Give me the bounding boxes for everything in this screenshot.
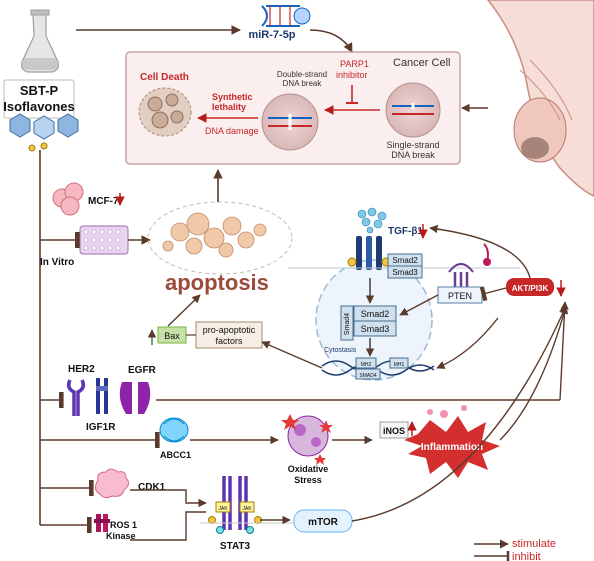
pten-label: PTEN <box>448 291 472 301</box>
double-strand-label: Double-strand <box>277 70 327 79</box>
in-vitro-label: In Vitro <box>40 257 74 268</box>
oxidative-label: Oxidative <box>288 464 329 474</box>
inflammation-burst-icon <box>404 405 500 478</box>
tgf-receptor-icon <box>347 236 391 270</box>
abcc1-label: ABCC1 <box>160 450 191 460</box>
double-strand-cell-icon <box>261 93 319 151</box>
inflammation-label: Inflammation <box>421 442 483 453</box>
synthetic-lethality-sub: lethality <box>212 102 246 112</box>
cdk1-icon <box>94 468 130 499</box>
mtor-label: mTOR <box>308 517 339 528</box>
apoptosis-label: apoptosis <box>165 270 269 295</box>
isoflavone-molecule-icon <box>9 113 79 152</box>
double-strand-sub: DNA break <box>283 79 323 88</box>
legend: stimulate inhibit <box>474 538 556 561</box>
cdk1-label: CDK1 <box>138 482 166 493</box>
mh1-label: MH1 <box>394 362 405 368</box>
oxidative-sub: Stress <box>294 475 322 485</box>
oxidative-stress-icon <box>281 414 333 465</box>
smad-complex-top: Smad2 Smad3 <box>387 253 423 279</box>
igf1r-receptor-icon <box>96 378 108 414</box>
smad4-caps-label: SMAD4 <box>359 373 376 379</box>
egfr-label: EGFR <box>128 365 157 376</box>
flask-icon <box>21 9 59 73</box>
dna-smad-binding-icon: MH2 MH1 SMAD4 <box>321 357 435 380</box>
well-plate-icon <box>79 225 129 255</box>
pro-apoptotic-sub: factors <box>215 336 243 346</box>
source-title: SBT-P <box>20 83 59 98</box>
dead-cell-icon <box>138 87 192 137</box>
her2-label: HER2 <box>68 364 95 375</box>
cancer-cell-label: Cancer Cell <box>393 57 450 69</box>
akt-label: AKT/PI3K <box>512 284 549 293</box>
smad3-nuclear-label: Smad3 <box>361 324 390 334</box>
smad3-top-label: Smad3 <box>392 268 418 277</box>
cell-death-label: Cell Death <box>140 72 189 83</box>
source-label-box: SBT-P Isoflavones <box>3 79 75 119</box>
single-strand-cell-icon <box>385 82 441 138</box>
jak-left-label: JAK <box>218 506 228 512</box>
igf1r-label: IGF1R <box>86 422 116 433</box>
single-strand-label: Single-strand <box>386 140 439 150</box>
egfr-receptor-icon <box>119 382 151 414</box>
mcf7-cells-icon <box>52 182 84 216</box>
cytostasis-label: Cytostasis <box>324 347 357 354</box>
abcc1-transporter-icon <box>159 417 189 443</box>
apoptotic-bodies-icon <box>162 212 267 258</box>
mh2-label: MH2 <box>361 362 372 368</box>
legend-inhibit: inhibit <box>512 551 541 561</box>
mirna-icon <box>261 5 311 27</box>
stat3-receptor-icon: JAK JAK <box>208 476 262 534</box>
breast-anatomy-icon <box>487 0 594 197</box>
parp1-sub: inhibitor <box>336 70 368 80</box>
pro-apoptotic-label: pro-apoptotic <box>203 325 256 335</box>
ros1-kinase-icon <box>94 514 110 532</box>
mcf7-label: MCF-7 <box>88 196 119 207</box>
dna-damage-label: DNA damage <box>205 126 259 136</box>
apoptosis-zone <box>147 201 293 275</box>
bax-label: Bax <box>164 331 180 341</box>
synthetic-lethality-label: Synthetic <box>212 92 253 102</box>
stat3-label: STAT3 <box>220 541 251 552</box>
pro-apoptotic-box <box>195 321 263 349</box>
source-subtitle: Isoflavones <box>3 99 75 114</box>
smad2-nuclear-label: Smad2 <box>361 309 390 319</box>
smad4-label: Smad4 <box>344 313 351 335</box>
pten-receptor-icon <box>448 243 491 290</box>
smad2-top-label: Smad2 <box>392 256 418 265</box>
inos-label: iNOS <box>383 426 405 436</box>
akt-box <box>506 278 554 296</box>
tgf-label: TGF-β1 <box>388 226 423 237</box>
parp1-label: PARP1 <box>340 59 369 69</box>
ros1-label: ROS 1 <box>110 520 137 530</box>
single-strand-sub: DNA break <box>391 150 435 160</box>
jak-right-label: JAK <box>242 506 252 512</box>
her2-receptor-icon <box>66 379 86 416</box>
ros1-sub: Kinase <box>106 531 136 541</box>
smad-complex-nuclear: Smad4 Smad2 Smad3 <box>340 305 397 341</box>
legend-stimulate: stimulate <box>512 538 556 550</box>
mirna-label: miR-7-5p <box>248 29 295 41</box>
tgf-ligand-icon <box>357 207 387 234</box>
